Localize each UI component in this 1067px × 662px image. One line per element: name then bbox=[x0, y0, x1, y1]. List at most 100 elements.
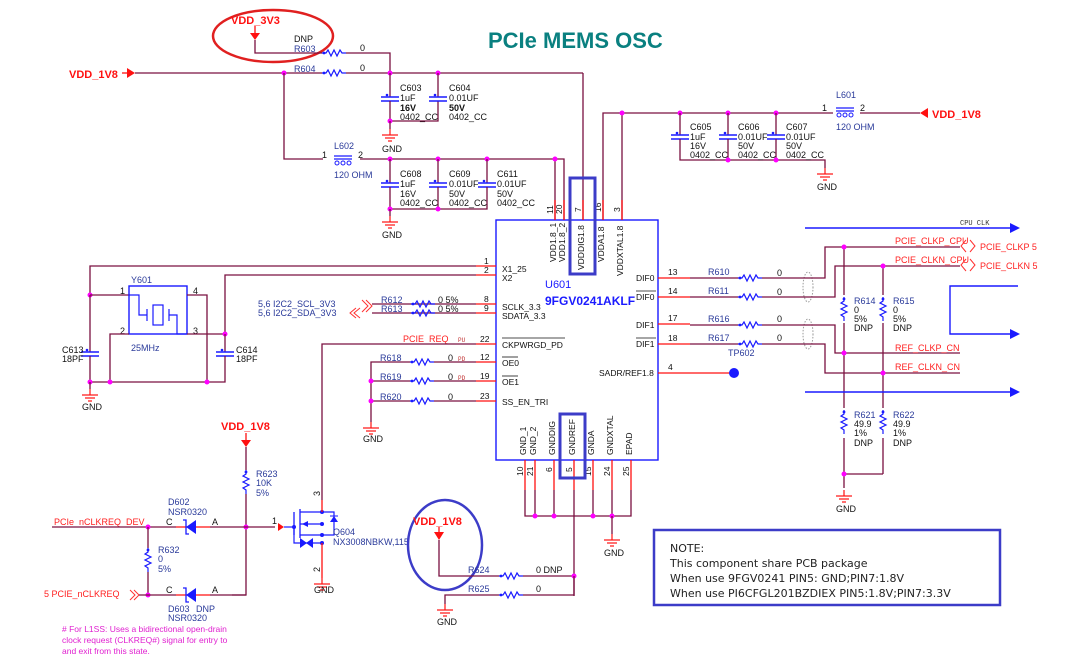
r611-value: 0 bbox=[777, 287, 782, 297]
pin-num: 10 bbox=[515, 466, 525, 476]
l601-pin2: 2 bbox=[860, 103, 865, 113]
junction-dot bbox=[841, 350, 847, 356]
l601-pin1: 1 bbox=[822, 103, 827, 113]
pin-name: X1_25 bbox=[502, 264, 527, 274]
r620-ref: R620 bbox=[380, 392, 402, 402]
pin-name: CKPWRGD_PD bbox=[502, 340, 563, 350]
junction-dot bbox=[725, 157, 731, 163]
r618-value: 0 bbox=[448, 353, 453, 363]
r604-value: 0 bbox=[360, 63, 365, 73]
bidir-connector-icon bbox=[960, 239, 976, 272]
c609-value: 0.01UF bbox=[449, 179, 479, 189]
wire-vdd3v3 bbox=[254, 40, 322, 54]
r611-ref: R611 bbox=[708, 286, 729, 296]
pin-name: VDD1.8_1 bbox=[548, 223, 558, 262]
wire bbox=[444, 594, 499, 604]
r632-value: 0 bbox=[158, 554, 163, 564]
pin-arrow-icon bbox=[278, 523, 284, 531]
r622-value: 49.9 bbox=[893, 419, 911, 429]
note-line: When use 9FGV0241 PIN5: GND;PIN7:1.8V bbox=[670, 572, 904, 585]
junction-dot bbox=[204, 379, 210, 385]
pin-num: 14 bbox=[668, 286, 678, 296]
highlight-box-pin5 bbox=[558, 412, 587, 480]
c605-ref: C605 bbox=[690, 122, 712, 132]
resistor-r632-icon bbox=[144, 547, 152, 573]
pin-num: 7 bbox=[573, 207, 583, 212]
junction-dot bbox=[368, 378, 374, 384]
pin-name: SDATA_3.3 bbox=[502, 311, 546, 321]
mosfet-ref: Q604 bbox=[333, 527, 355, 537]
crystal-pin: 2 bbox=[120, 326, 125, 336]
power-arrow-icon bbox=[241, 440, 251, 447]
wire bbox=[679, 139, 826, 168]
junction-dot bbox=[619, 110, 625, 116]
pin-name: OE1 bbox=[502, 377, 519, 387]
pin-num: 17 bbox=[668, 313, 678, 323]
c611-ref: C611 bbox=[497, 169, 518, 179]
crystal-y601-body bbox=[128, 285, 188, 335]
c606-value: 0.01UF bbox=[738, 132, 768, 142]
wire bbox=[232, 494, 247, 596]
r618-ref: R618 bbox=[380, 353, 402, 363]
pin-num: 22 bbox=[480, 334, 490, 344]
comment-line: clock request (CLKREQ#) signal for entry… bbox=[62, 635, 228, 645]
r603-ref: R603 bbox=[294, 44, 316, 54]
l602-ref: L602 bbox=[334, 141, 354, 151]
wire-x2 bbox=[224, 274, 476, 334]
l602-pin2: 2 bbox=[358, 150, 363, 160]
r613-ref: R613 bbox=[381, 304, 403, 314]
r610-value: 0 bbox=[777, 268, 782, 278]
pin-num: 2 bbox=[484, 265, 489, 275]
wire-pcie-req bbox=[321, 343, 476, 500]
diode-d602-icon bbox=[176, 519, 210, 535]
junction-dot bbox=[107, 379, 113, 385]
r614-tol: 5% bbox=[854, 314, 867, 324]
r622-note: DNP bbox=[893, 438, 912, 448]
mosfet-part: NX3008NBKW,115 bbox=[333, 537, 409, 547]
c607-pkg: 0402_CC bbox=[786, 150, 825, 160]
gnd-label: GND bbox=[382, 144, 403, 154]
r622-tol: 1% bbox=[893, 428, 906, 438]
net-nclkreq: 5 PCIE_nCLKREQ bbox=[44, 589, 120, 599]
power-arrow-icon bbox=[434, 532, 444, 540]
gnd-label: GND bbox=[363, 434, 384, 444]
resistor-r616-icon bbox=[737, 321, 763, 329]
wire-gnd-bus bbox=[524, 490, 632, 517]
pin-num: 21 bbox=[525, 466, 535, 476]
ic-bottom-pins: 10 21 6 5 15 24 25 GND_1 GND_2 GNDDIG GN… bbox=[515, 415, 634, 490]
c607-ref: C607 bbox=[786, 122, 808, 132]
crystal-pin: 4 bbox=[193, 286, 198, 296]
l602-value: 120 OHM bbox=[334, 170, 373, 180]
resistor-r611-icon bbox=[737, 293, 763, 301]
l601-ref: L601 bbox=[836, 90, 856, 100]
bracket-line bbox=[949, 285, 1018, 335]
pin-num: 19 bbox=[480, 371, 490, 381]
c605-value: 1uF bbox=[690, 132, 706, 142]
diode-cathode-label: C bbox=[166, 517, 173, 527]
ground-icon bbox=[81, 388, 99, 402]
c603-value: 1uF bbox=[400, 93, 416, 103]
pin-num: 6 bbox=[544, 467, 554, 472]
resistor-r603-icon bbox=[321, 49, 347, 57]
d602-part: NSR0320 bbox=[168, 507, 207, 517]
diode-anode-label: A bbox=[212, 517, 218, 527]
r612-value: 0 5% bbox=[438, 295, 459, 305]
r615-value: 0 bbox=[893, 305, 898, 315]
wire bbox=[523, 576, 575, 596]
pin-num: 5 bbox=[564, 467, 574, 472]
pin-name: EPAD bbox=[624, 432, 634, 455]
page-title: PCIe MEMS OSC bbox=[488, 28, 663, 53]
highlight-ellipse-vdd3v3 bbox=[211, 8, 335, 64]
pin-name: SCLK_3.3 bbox=[502, 302, 541, 312]
d603-note: DNP bbox=[196, 604, 215, 614]
pin-num: 18 bbox=[668, 333, 678, 343]
ground-icon bbox=[835, 489, 853, 503]
c603-pkg: 0402_CC bbox=[400, 112, 439, 122]
c613-ref: C613 bbox=[62, 345, 84, 355]
wire bbox=[89, 356, 226, 383]
r619-ref: R619 bbox=[380, 372, 402, 382]
junction-dot bbox=[590, 513, 596, 519]
note-box bbox=[652, 528, 1002, 607]
c607-value: 0.01UF bbox=[786, 132, 816, 142]
test-point-dot[interactable] bbox=[729, 368, 739, 378]
